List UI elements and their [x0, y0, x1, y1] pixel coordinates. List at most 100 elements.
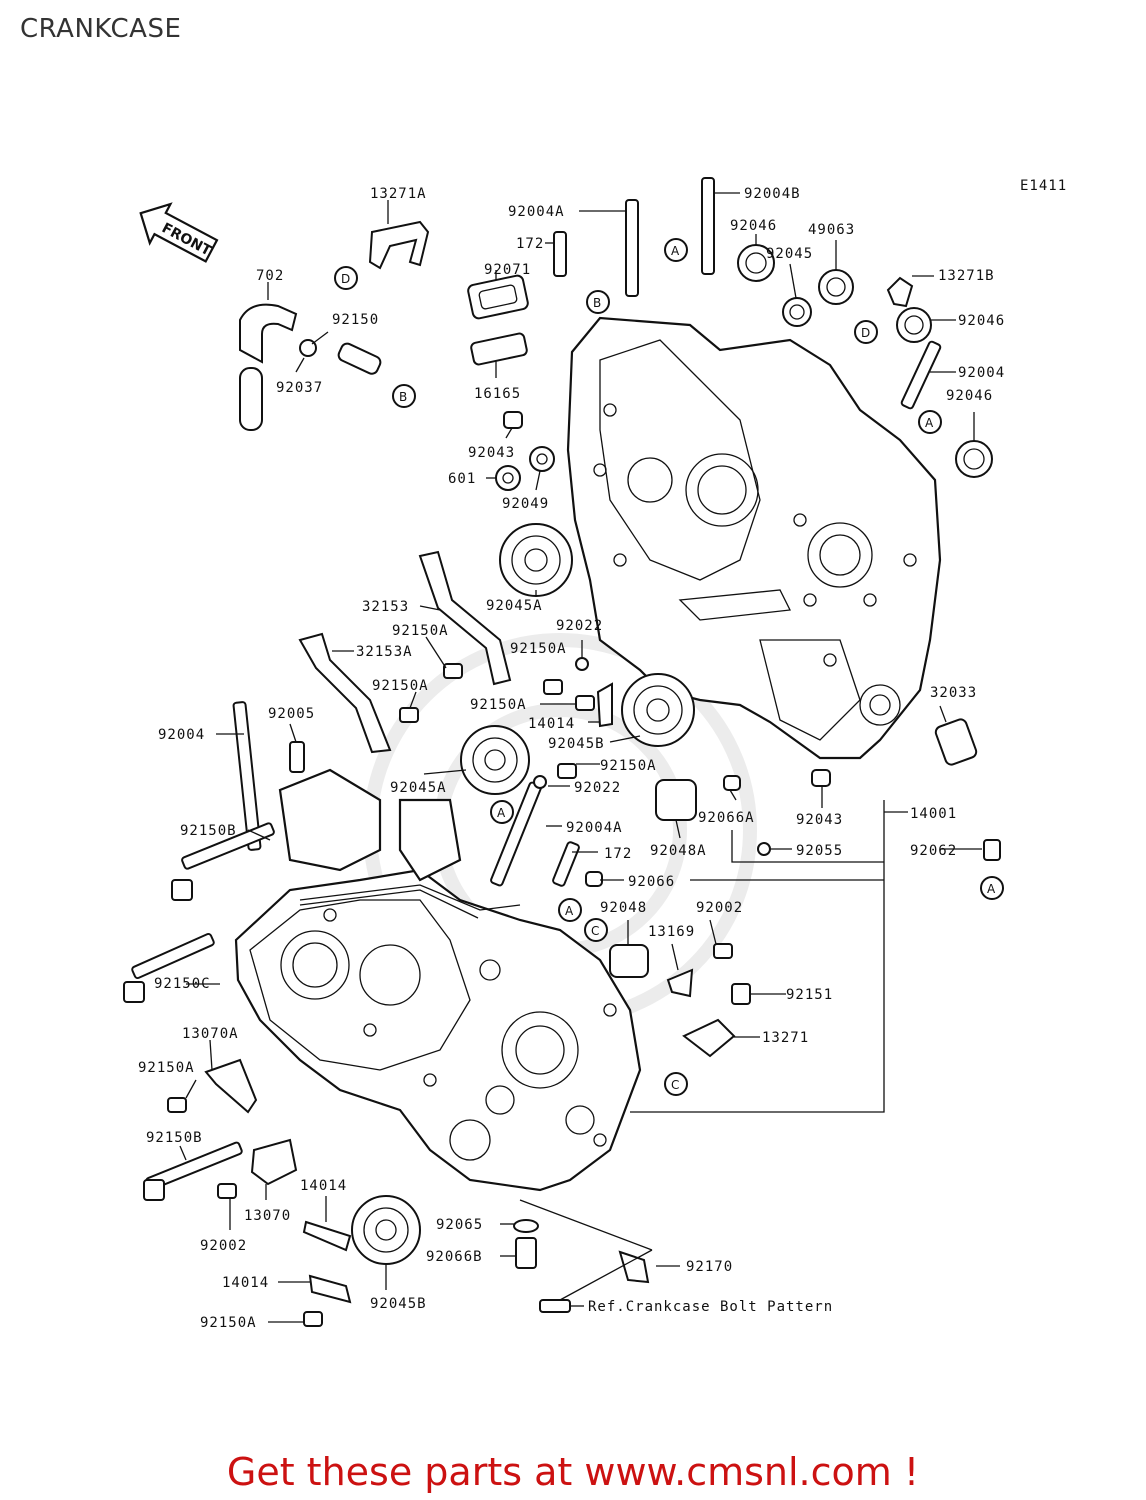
plug-92066b — [515, 1237, 537, 1269]
part-label-13070: 13070 — [244, 1208, 291, 1224]
collar-92043-a — [503, 411, 523, 429]
washer-92022-a — [575, 657, 589, 671]
footer-promo-text: Get these parts at www.cmsnl.com ! — [226, 1450, 920, 1494]
plate-13070a — [204, 1058, 258, 1114]
part-label-92045b-top: 92045B — [548, 736, 605, 752]
seal-601 — [495, 465, 521, 491]
bearing-49063 — [818, 269, 854, 305]
oil-pipe-32153a — [298, 632, 392, 754]
callout-d-1: D — [334, 266, 358, 290]
part-label-92046-c: 92046 — [946, 388, 993, 404]
part-label-14001: 14001 — [910, 806, 957, 822]
callout-a-5: A — [980, 876, 1004, 900]
part-label-13271b: 13271B — [938, 268, 995, 284]
bracket-13169 — [666, 968, 694, 998]
collar-92043-b — [811, 769, 831, 787]
plate-14014-c — [308, 1274, 352, 1304]
bolt-ref — [539, 1299, 571, 1313]
plate-14014-b — [302, 1220, 352, 1252]
oring-92055 — [757, 842, 771, 856]
part-label-32153a: 32153A — [356, 644, 413, 660]
part-label-92049: 92049 — [502, 496, 549, 512]
part-label-92065: 92065 — [436, 1217, 483, 1233]
plug-92062 — [983, 839, 1001, 861]
bolt-92150a-a — [443, 663, 463, 679]
callout-d-2: D — [854, 320, 878, 344]
part-label-172-top: 172 — [516, 236, 544, 252]
bracket-13271b — [886, 276, 914, 308]
stud-92004a-mid — [490, 781, 542, 887]
stud-172-mid — [552, 841, 580, 887]
callout-a-2: A — [918, 410, 942, 434]
part-label-92066b: 92066B — [426, 1249, 483, 1265]
stud-92004a-top — [625, 199, 639, 297]
part-label-92150a-7: 92150A — [200, 1315, 257, 1331]
part-label-92150c: 92150C — [154, 976, 211, 992]
part-label-92045a-mid: 92045A — [390, 780, 447, 796]
callout-a-3: A — [490, 800, 514, 824]
gasket-16165 — [470, 332, 528, 366]
part-label-14014-a: 14014 — [528, 716, 575, 732]
svg-text:A: A — [671, 244, 680, 258]
fitting-92150 — [337, 342, 382, 375]
collar-92066a — [723, 775, 741, 791]
part-label-92062: 92062 — [910, 843, 957, 859]
stud-92004b — [701, 177, 715, 275]
bolt-92150a-f — [167, 1097, 187, 1113]
ball-bearing-92045a-mid — [460, 725, 530, 795]
stud-92004-left — [232, 701, 262, 851]
plate-14014-a — [596, 682, 613, 728]
washer-92022-b — [533, 775, 547, 789]
part-label-32033: 32033 — [930, 685, 977, 701]
lower-crankcase-half — [234, 868, 642, 1192]
damper-32033 — [934, 718, 978, 766]
part-label-92045b-bottom: 92045B — [370, 1296, 427, 1312]
part-label-49063: 49063 — [808, 222, 855, 238]
part-label-92066: 92066 — [628, 874, 675, 890]
pin-92005 — [289, 741, 305, 773]
part-label-92046-b: 92046 — [958, 313, 1005, 329]
part-label-92043-a: 92043 — [468, 445, 515, 461]
ref-note: Ref.Crankcase Bolt Pattern — [588, 1299, 833, 1315]
washer-92065 — [513, 1219, 539, 1233]
needle-bearing-92046-c — [955, 440, 993, 478]
leader-lines — [179, 192, 982, 1323]
ball-bearing-92045a-top — [499, 523, 573, 597]
part-label-172-mid: 172 — [604, 846, 632, 862]
part-label-92022-a: 92022 — [556, 618, 603, 634]
callout-a-4: A — [558, 898, 582, 922]
bolt-92150b-top — [171, 822, 275, 901]
part-label-92055: 92055 — [796, 843, 843, 859]
callout-b-2: B — [392, 384, 416, 408]
part-label-92004b: 92004B — [744, 186, 801, 202]
ball-bearing-92045b-top — [621, 673, 695, 747]
part-label-92150a-5: 92150A — [600, 758, 657, 774]
bushing-92048a — [655, 779, 697, 821]
bolt-92150b-bottom — [143, 1141, 243, 1201]
bolt-92151 — [731, 983, 751, 1005]
part-label-92046-a: 92046 — [730, 218, 777, 234]
part-label-13271: 13271 — [762, 1030, 809, 1046]
part-label-92005: 92005 — [268, 706, 315, 722]
part-label-14014-c: 14014 — [222, 1275, 269, 1291]
part-label-92045a-top: 92045A — [486, 598, 543, 614]
callout-b-1: B — [586, 290, 610, 314]
part-label-13070a: 13070A — [182, 1026, 239, 1042]
part-label-16165: 16165 — [474, 386, 521, 402]
svg-text:A: A — [925, 416, 934, 430]
part-label-92071: 92071 — [484, 262, 531, 278]
bracket-92170 — [618, 1250, 650, 1284]
part-label-92151: 92151 — [786, 987, 833, 1003]
part-label-92004-left: 92004 — [158, 727, 205, 743]
part-label-92150b-2: 92150B — [146, 1130, 203, 1146]
part-label-92002-b: 92002 — [200, 1238, 247, 1254]
svg-text:A: A — [987, 882, 996, 896]
seal-92049 — [529, 446, 555, 472]
svg-text:A: A — [497, 806, 506, 820]
part-label-92150a-4: 92150A — [470, 697, 527, 713]
bolt-92150a-g — [303, 1311, 323, 1327]
stud-172-top — [553, 231, 567, 277]
part-label-702: 702 — [256, 268, 284, 284]
bolt-92150a-d — [399, 707, 419, 723]
